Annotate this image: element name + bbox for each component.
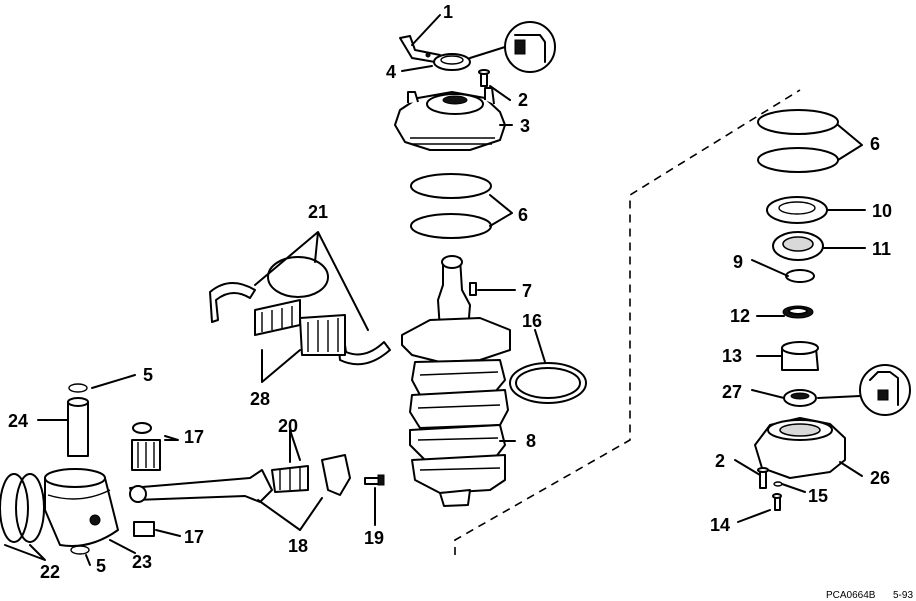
washer	[773, 481, 783, 487]
sealant-detail-icon	[504, 21, 556, 73]
leader-line	[411, 14, 441, 46]
callout-9: 9	[733, 252, 743, 272]
needle-bearing-cages	[254, 299, 346, 356]
callout-14: 14	[710, 515, 730, 535]
leader-line	[534, 329, 546, 363]
callout-5a: 5	[143, 365, 153, 385]
callout-21: 21	[308, 202, 328, 222]
assembly-guide-line	[454, 89, 801, 555]
lower-oil-seal	[783, 389, 817, 407]
callout-19: 19	[364, 528, 384, 548]
ball-bearing	[772, 231, 824, 261]
callout-20: 20	[278, 416, 298, 436]
callout-16: 16	[522, 311, 542, 331]
callout-22: 22	[40, 562, 60, 582]
callout-3: 3	[520, 116, 530, 136]
retaining-ring-small	[785, 269, 815, 283]
leader-line	[737, 509, 771, 523]
leader-line	[257, 497, 323, 531]
center-bearing-halves	[209, 256, 391, 366]
leader-line	[839, 461, 863, 477]
leader-line	[261, 349, 301, 383]
leader-line	[489, 194, 513, 227]
callout-11: 11	[872, 239, 891, 259]
leader-line	[469, 46, 506, 59]
leader-line	[734, 459, 761, 476]
piston	[44, 468, 119, 547]
callout-8: 8	[526, 431, 536, 451]
callout-10: 10	[872, 201, 892, 221]
callout-5b: 5	[96, 556, 106, 576]
leader-line	[781, 483, 806, 493]
callout-18: 18	[288, 536, 308, 556]
wrist-pin-bearings	[131, 422, 161, 537]
leader-line	[155, 529, 181, 537]
o-rings-upper	[410, 173, 492, 239]
leader-line	[164, 435, 179, 441]
drain-screw	[772, 493, 782, 511]
leader-line	[817, 395, 861, 399]
figure-code: PCA0664B	[826, 590, 876, 601]
callout-4: 4	[386, 62, 396, 82]
callout-27: 27	[722, 382, 742, 402]
seal-ring	[782, 305, 814, 319]
screw	[478, 69, 490, 87]
retainer-ring	[70, 545, 90, 555]
callout-17b: 17	[184, 527, 204, 547]
figure-date: 5-93	[893, 590, 913, 601]
retaining-clip	[399, 35, 441, 63]
retaining-ring	[509, 362, 587, 404]
piston-pin	[67, 397, 89, 457]
callout-6b: 6	[870, 134, 880, 154]
leader-line	[837, 124, 863, 161]
callout-15: 15	[808, 486, 828, 506]
bearing-sleeve	[781, 341, 819, 371]
leader-line	[4, 544, 46, 561]
retainer-ring	[68, 383, 88, 393]
housing-screw	[757, 467, 769, 489]
callout-23: 23	[132, 552, 152, 572]
o-rings-lower	[757, 109, 839, 173]
leader-line	[254, 231, 369, 331]
callout-17a: 17	[184, 427, 204, 447]
leader-line	[489, 85, 511, 101]
leader-line	[85, 554, 91, 566]
callout-2b: 2	[715, 451, 725, 471]
callout-28: 28	[250, 389, 270, 409]
callout-1: 1	[443, 2, 453, 22]
upper-bearing-housing	[394, 87, 506, 151]
crankshaft	[401, 255, 511, 507]
leader-line	[751, 389, 785, 399]
oil-seal	[433, 53, 471, 71]
dowel-pin	[469, 282, 477, 296]
leader-line	[751, 259, 789, 277]
connecting-rod	[129, 469, 273, 503]
leader-line	[91, 374, 136, 389]
leader-line	[109, 539, 136, 554]
callout-12: 12	[730, 306, 750, 326]
callout-26: 26	[870, 468, 890, 488]
callout-13: 13	[722, 346, 742, 366]
sealant-detail-icon-lower	[859, 364, 911, 416]
callout-7: 7	[522, 281, 532, 301]
piston-rings	[0, 473, 45, 543]
callout-24: 24	[8, 411, 28, 431]
callout-6a: 6	[518, 205, 528, 225]
leader-line	[289, 429, 301, 463]
rod-bolt	[364, 474, 385, 486]
rod-bearing-and-cap	[271, 454, 351, 496]
callout-2: 2	[518, 90, 528, 110]
leader-line	[401, 65, 433, 72]
lower-bearing-housing	[754, 417, 846, 479]
bearing-seal-plate	[766, 196, 828, 224]
